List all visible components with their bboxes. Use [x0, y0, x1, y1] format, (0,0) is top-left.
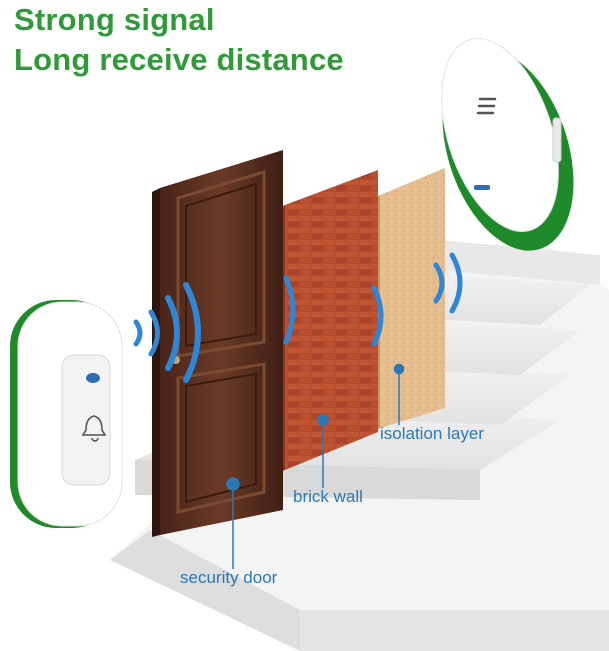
- headline-long-distance: Long receive distance: [14, 42, 344, 77]
- label-security-door: security door: [180, 568, 278, 587]
- receiver-led-slot: [474, 185, 490, 190]
- doorbell-button-device: [10, 300, 123, 528]
- bell-icon: [81, 415, 107, 442]
- security-door: [152, 150, 283, 537]
- doorbell-receiver-device: [441, 38, 574, 251]
- speaker-grille-icon: [476, 97, 497, 115]
- signal-waves: [133, 252, 463, 383]
- label-brick-wall: brick wall: [293, 487, 363, 506]
- indicator-light: [86, 373, 100, 383]
- callout-markers: [226, 363, 405, 569]
- label-isolation-layer: isolation layer: [380, 424, 484, 443]
- headline-strong-signal: Strong signal: [14, 2, 215, 37]
